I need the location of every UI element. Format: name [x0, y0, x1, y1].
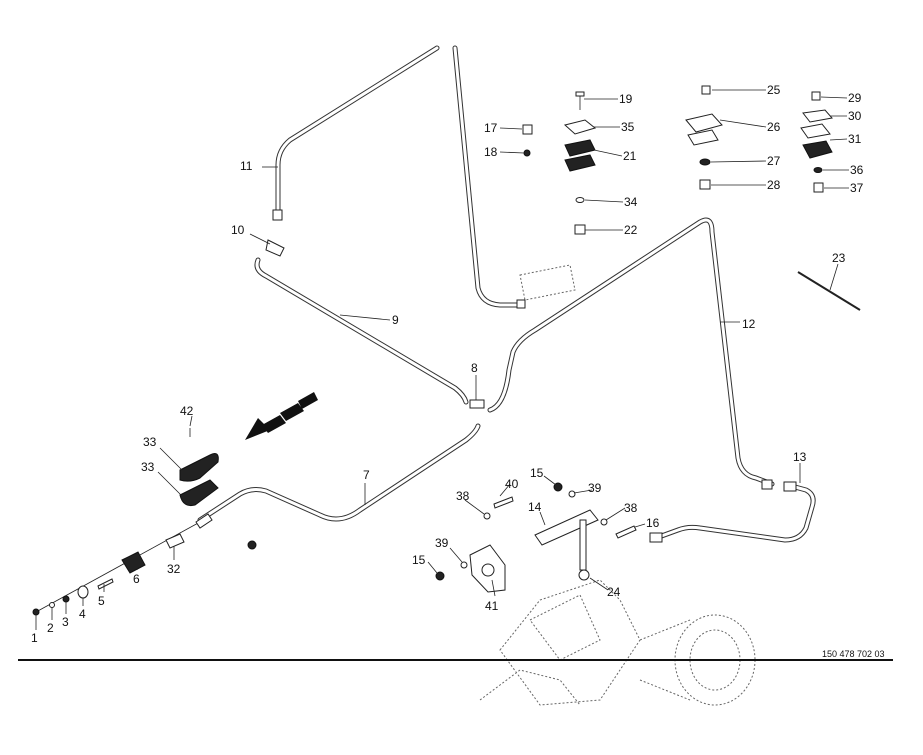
- callout-27: 27: [767, 154, 781, 168]
- callout-24: 24: [607, 585, 621, 599]
- leader-line: [573, 489, 593, 494]
- pipe-13: [653, 484, 816, 543]
- callout-7: 7: [363, 468, 370, 482]
- leader-line: [719, 119, 767, 128]
- callout-11: 11: [240, 159, 253, 173]
- pipe-7: [197, 423, 481, 523]
- callout-16: 16: [646, 516, 660, 530]
- callout-39: 39: [435, 536, 449, 550]
- callout-28: 28: [767, 178, 781, 192]
- callout-13: 13: [793, 450, 807, 464]
- leader-line: [634, 523, 646, 528]
- callout-2: 2: [47, 621, 54, 635]
- callout-32: 32: [167, 562, 181, 576]
- leader-line: [427, 561, 438, 574]
- leader-line: [605, 507, 626, 521]
- callout-6: 6: [133, 572, 140, 586]
- leader-line: [584, 199, 624, 203]
- callout-15: 15: [530, 466, 544, 480]
- leader-line: [157, 471, 183, 497]
- callout-38: 38: [624, 501, 638, 515]
- callout-38: 38: [456, 489, 470, 503]
- callout-3: 3: [62, 615, 69, 629]
- callout-29: 29: [848, 91, 862, 105]
- callout-10: 10: [231, 223, 245, 237]
- pipe-11: [275, 45, 440, 215]
- pipe-9: [254, 257, 469, 405]
- callout-33: 33: [143, 435, 157, 449]
- leader-line: [189, 415, 193, 427]
- leader-line: [499, 127, 523, 130]
- leader-line: [249, 233, 271, 245]
- callout-42: 42: [180, 404, 194, 418]
- drawing-number: 150 478 702 03: [822, 649, 885, 659]
- leader-line: [539, 511, 546, 526]
- leader-line: [820, 96, 848, 99]
- callout-5: 5: [98, 594, 105, 608]
- callout-35: 35: [621, 120, 635, 134]
- callout-40: 40: [505, 477, 519, 491]
- leader-line: [499, 151, 525, 154]
- callout-30: 30: [848, 109, 862, 123]
- callout-8: 8: [471, 361, 478, 375]
- callout-15: 15: [412, 553, 426, 567]
- pipe-vertical: [452, 45, 521, 308]
- callout-37: 37: [850, 181, 864, 195]
- leader-line: [829, 263, 839, 291]
- callout-9: 9: [392, 313, 399, 327]
- axle-assembly-ghost: [479, 264, 756, 706]
- leader-line: [449, 547, 463, 563]
- leader-line: [543, 475, 557, 486]
- callout-36: 36: [850, 163, 864, 177]
- leader-line: [589, 577, 609, 591]
- fittings: [32, 85, 861, 616]
- callout-25: 25: [767, 83, 781, 97]
- callout-41: 41: [485, 599, 499, 613]
- callout-31: 31: [848, 132, 862, 146]
- leader-lines: [35, 89, 849, 630]
- callout-33: 33: [141, 460, 155, 474]
- direction-arrow-icon: [245, 392, 318, 440]
- callout-39: 39: [588, 481, 602, 495]
- callout-34: 34: [624, 195, 638, 209]
- pipe-12: [487, 217, 775, 487]
- callout-21: 21: [623, 149, 637, 163]
- callout-22: 22: [624, 223, 638, 237]
- leader-line: [593, 149, 623, 157]
- callout-26: 26: [767, 120, 781, 134]
- leader-line: [829, 138, 848, 141]
- pipes: [197, 45, 816, 543]
- callout-12: 12: [742, 317, 756, 331]
- callout-23: 23: [832, 251, 846, 265]
- callout-19: 19: [619, 92, 633, 106]
- callout-18: 18: [484, 145, 498, 159]
- leader-line: [499, 483, 511, 497]
- leader-line: [339, 314, 391, 321]
- leader-line: [491, 579, 496, 597]
- leader-line: [710, 160, 767, 163]
- callout-14: 14: [528, 500, 542, 514]
- callout-17: 17: [484, 121, 498, 135]
- leader-line: [159, 447, 183, 471]
- callout-1: 1: [31, 631, 38, 645]
- callout-4: 4: [79, 607, 86, 621]
- leader-line: [464, 499, 485, 515]
